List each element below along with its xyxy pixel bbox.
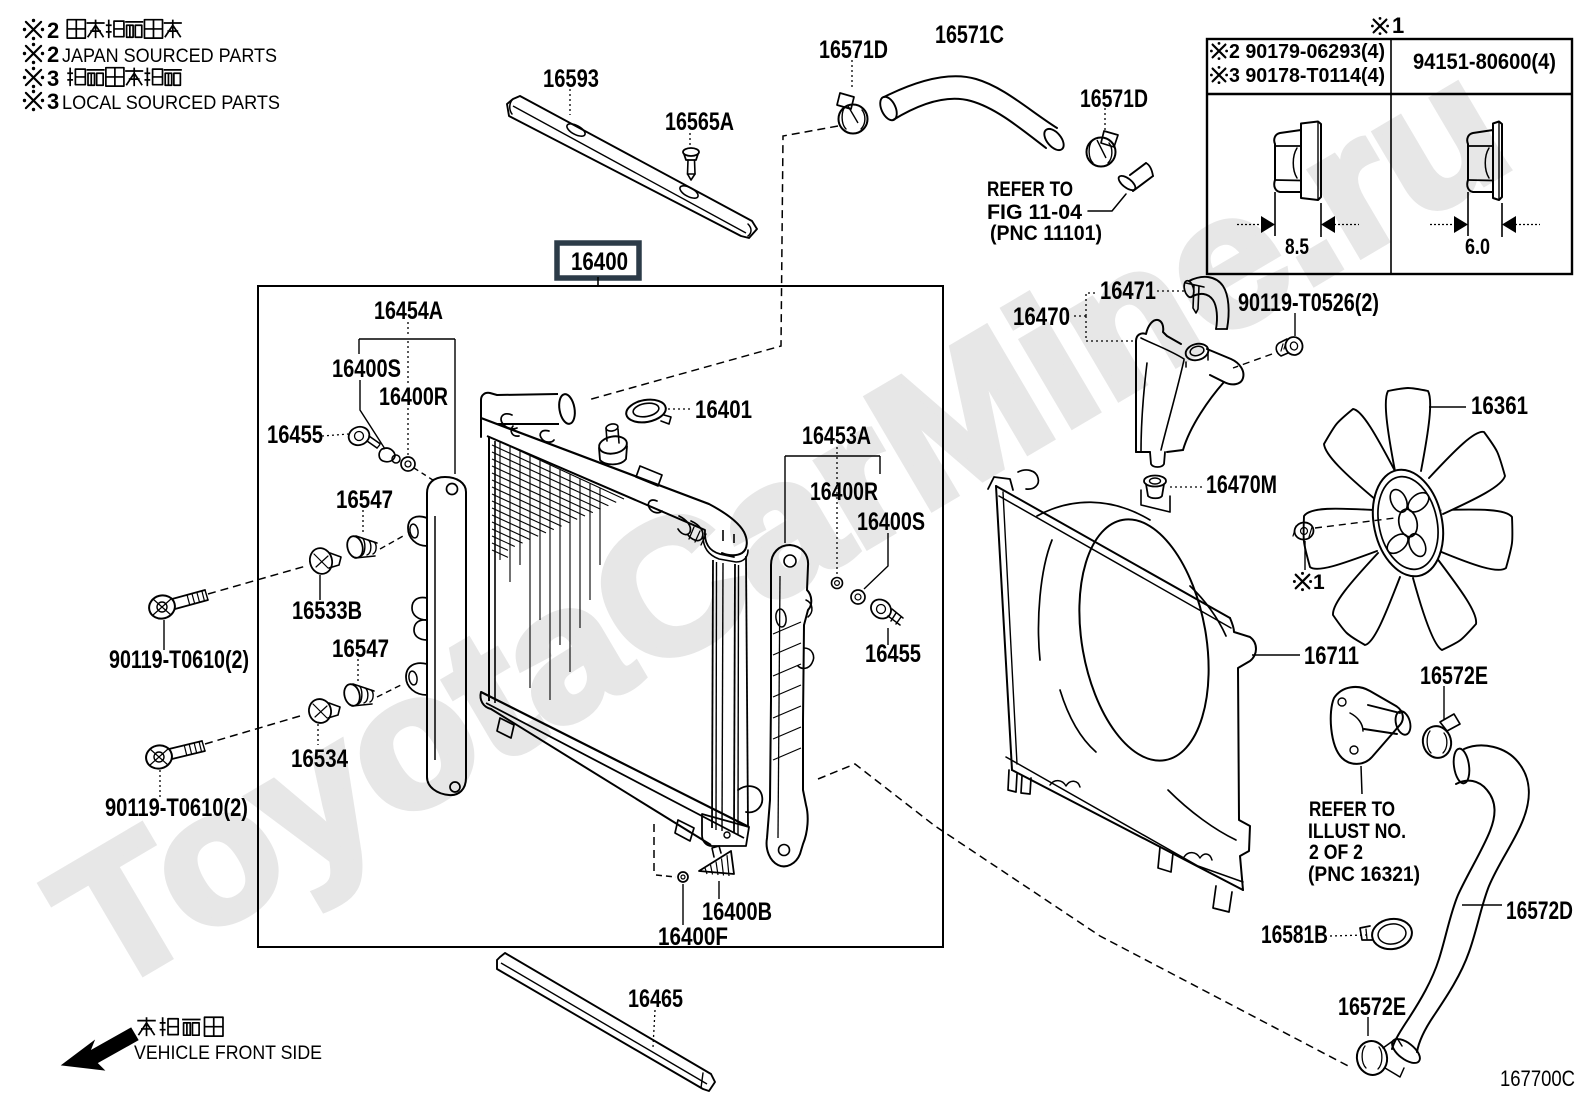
svg-text:90119-T0610(2): 90119-T0610(2) (105, 794, 248, 822)
svg-text:2: 2 (47, 18, 59, 43)
svg-text:(PNC 11101): (PNC 11101) (990, 222, 1102, 245)
svg-text:16711: 16711 (1304, 642, 1359, 670)
svg-text:1: 1 (1313, 571, 1325, 594)
svg-text:16547: 16547 (332, 635, 389, 663)
svg-text:16400S: 16400S (332, 355, 401, 383)
svg-text:16400R: 16400R (810, 478, 878, 506)
svg-text:LOCAL SOURCED PARTS: LOCAL SOURCED PARTS (62, 92, 280, 114)
svg-text:16361: 16361 (1471, 392, 1528, 420)
svg-text:8.5: 8.5 (1285, 234, 1309, 259)
svg-text:REFER TO: REFER TO (1309, 798, 1395, 821)
svg-text:3: 3 (47, 66, 59, 91)
svg-text:16572E: 16572E (1338, 993, 1406, 1021)
svg-text:16465: 16465 (628, 985, 683, 1013)
svg-text:16593: 16593 (543, 65, 599, 93)
svg-text:(PNC 16321): (PNC 16321) (1308, 863, 1420, 886)
svg-text:FIG 11-04: FIG 11-04 (987, 201, 1082, 224)
svg-text:167700C: 167700C (1500, 1066, 1575, 1091)
svg-text:2 90179-06293(4): 2 90179-06293(4) (1229, 41, 1385, 63)
svg-text:16571D: 16571D (1080, 85, 1148, 113)
svg-text:16533B: 16533B (292, 597, 362, 625)
svg-text:16572D: 16572D (1506, 897, 1573, 925)
svg-text:16400S: 16400S (857, 508, 925, 536)
svg-text:16581B: 16581B (1261, 921, 1328, 949)
svg-text:16401: 16401 (695, 396, 752, 424)
svg-text:VEHICLE FRONT SIDE: VEHICLE FRONT SIDE (134, 1042, 322, 1064)
svg-text:16400F: 16400F (658, 923, 728, 951)
svg-text:3: 3 (47, 89, 59, 114)
svg-text:REFER TO: REFER TO (987, 178, 1073, 201)
svg-text:2 OF 2: 2 OF 2 (1309, 841, 1363, 864)
svg-text:16454A: 16454A (374, 297, 443, 325)
svg-text:2: 2 (47, 42, 59, 67)
svg-text:ILLUST NO.: ILLUST NO. (1308, 820, 1406, 843)
svg-text:90119-T0526(2): 90119-T0526(2) (1238, 289, 1379, 317)
svg-text:16400R: 16400R (379, 383, 448, 411)
svg-text:3 90178-T0114(4): 3 90178-T0114(4) (1229, 65, 1385, 87)
svg-text:16547: 16547 (336, 486, 393, 514)
svg-text:16470M: 16470M (1206, 471, 1277, 499)
svg-text:16471: 16471 (1100, 277, 1156, 305)
svg-text:1: 1 (1392, 13, 1404, 38)
svg-text:16455: 16455 (267, 421, 323, 449)
svg-text:JAPAN SOURCED PARTS: JAPAN SOURCED PARTS (62, 45, 277, 67)
svg-text:16400: 16400 (571, 248, 628, 276)
svg-text:16572E: 16572E (1420, 662, 1488, 690)
svg-text:16470: 16470 (1013, 303, 1070, 331)
svg-text:16534: 16534 (291, 745, 348, 773)
svg-text:16565A: 16565A (665, 108, 734, 136)
svg-text:16571C: 16571C (935, 21, 1004, 49)
svg-text:16453A: 16453A (802, 422, 871, 450)
svg-text:16455: 16455 (865, 640, 921, 668)
svg-text:6.0: 6.0 (1465, 234, 1490, 259)
svg-text:94151-80600(4): 94151-80600(4) (1413, 49, 1556, 74)
svg-text:90119-T0610(2): 90119-T0610(2) (109, 646, 249, 674)
svg-text:16571D: 16571D (819, 36, 888, 64)
svg-text:16400B: 16400B (702, 898, 772, 926)
